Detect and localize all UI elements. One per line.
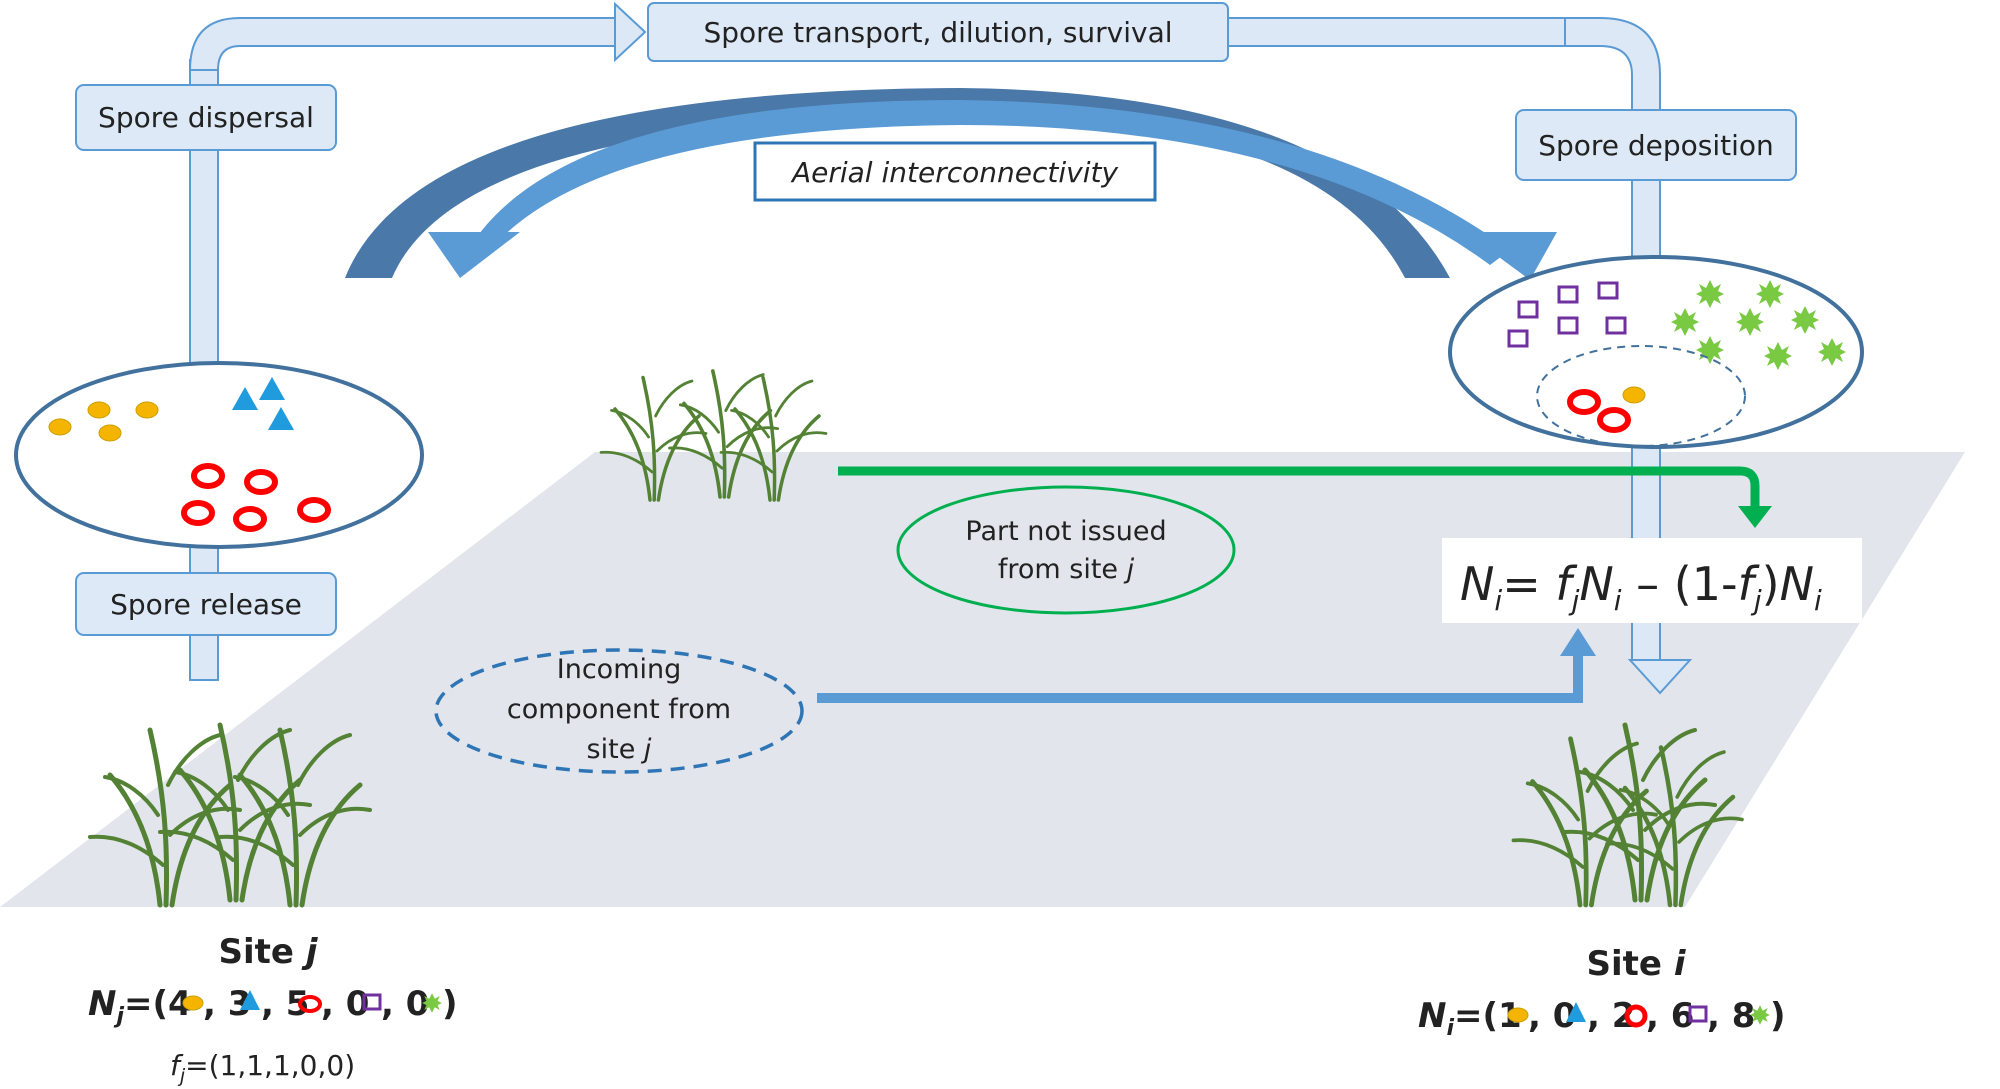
yellow-spore-icon	[182, 995, 204, 1011]
purple-square-spores	[1507, 281, 1627, 348]
blue-triangle-spores	[232, 377, 294, 430]
site-i-label: Site i Ni=(1 , 0 , 2 , 6 , 8 )	[1418, 944, 1786, 1041]
blue-triangle-icon	[1566, 1002, 1586, 1022]
purple-square-icon	[362, 993, 382, 1011]
aerial-interconnectivity-box	[753, 141, 1157, 202]
site-j-spore-pool	[14, 361, 424, 549]
yellow-spore-icon	[1507, 1007, 1529, 1023]
equation-text: Ni= fjNi – (1-fj)Ni	[1460, 557, 1822, 617]
site-i-close: )	[1770, 996, 1786, 1036]
spore-deposition-label: Spore deposition	[1538, 129, 1774, 162]
blue-arrow	[817, 628, 1596, 703]
site-i-title: Site i	[1587, 944, 1687, 984]
spore-release-label: Spore release	[110, 588, 302, 621]
site-j-f-vector: fj=(1,1,1,0,0)	[170, 1049, 355, 1087]
red-ring-spores	[1567, 389, 1631, 433]
incoming-line1: Incoming	[557, 654, 682, 685]
purple-square-icon	[1688, 1005, 1708, 1023]
red-ring-spores	[181, 463, 331, 532]
site-j-close: )	[442, 984, 458, 1024]
spore-release-box: Spore release	[75, 572, 337, 636]
part-not-issued-line2: from site j	[998, 554, 1135, 585]
spore-deposition-box: Spore deposition	[1515, 109, 1797, 181]
equation-box: Ni= fjNi – (1-fj)Ni	[1442, 538, 1862, 623]
site-i-count-2: , 0	[1528, 996, 1576, 1036]
red-ring-icon	[298, 995, 322, 1013]
site-i-spore-pool	[1448, 255, 1864, 449]
yellow-spores	[1622, 386, 1646, 404]
spore-transport-label: Spore transport, dilution, survival	[703, 16, 1172, 49]
yellow-spores	[48, 401, 159, 442]
site-i-count-4: , 6	[1646, 996, 1694, 1036]
aerial-interconnectivity-label: Aerial interconnectivity	[790, 156, 1118, 189]
red-ring-icon	[1624, 1004, 1648, 1028]
aerial-interconnectivity-arrows	[345, 88, 1557, 280]
spore-transport-box: Spore transport, dilution, survival	[647, 2, 1229, 62]
site-j-count-4: , 0	[321, 984, 369, 1024]
incoming-subset-ellipse	[1536, 345, 1746, 447]
part-not-issued-line1: Part not issued	[965, 516, 1166, 547]
incoming-line3: site j	[587, 734, 652, 765]
incoming-component-ellipse: Incoming component from site j	[434, 648, 804, 774]
site-j-title: Site j	[219, 932, 319, 972]
blue-triangle-icon	[240, 990, 260, 1010]
site-j-vector: Nj=(4	[88, 984, 192, 1029]
spore-dispersal-label: Spore dispersal	[98, 101, 314, 134]
spore-dispersal-box: Spore dispersal	[75, 84, 337, 151]
part-not-issued-ellipse: Part not issued from site j	[896, 485, 1236, 615]
site-i-vector: Ni=(1	[1418, 996, 1522, 1041]
site-j-count-5: , 0	[381, 984, 429, 1024]
incoming-line2: component from	[507, 694, 731, 725]
site-j-count-3: , 5	[261, 984, 309, 1024]
site-j-label: Site j Nj=(4 , 3 , 5 , 0 , 0 ) fj=(1,1,1…	[88, 932, 458, 1087]
green-arrow	[838, 466, 1772, 528]
site-i-count-5: , 8	[1707, 996, 1755, 1036]
